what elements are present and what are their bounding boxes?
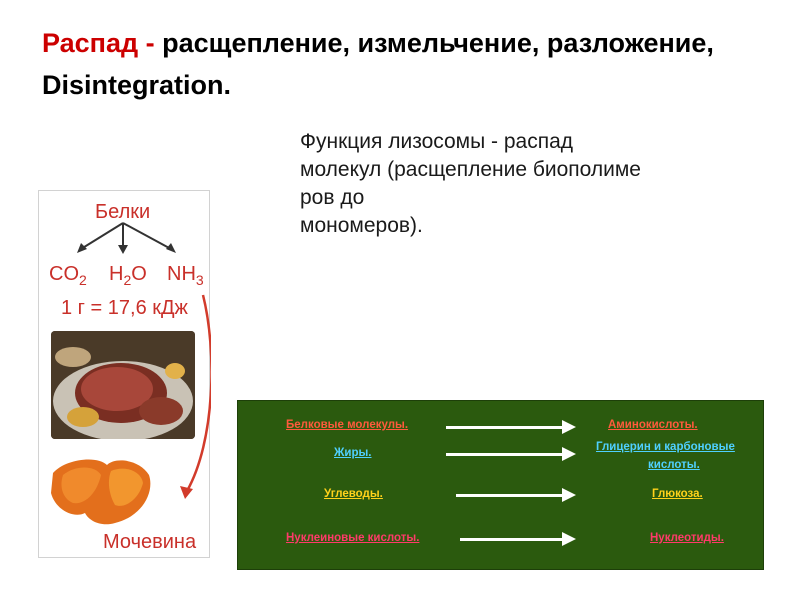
row3-result: Глюкоза. (652, 488, 703, 500)
description-line: Функция лизосомы - распад (300, 130, 574, 153)
title-rest: расщепление, измельчение, разложение, Di… (42, 28, 714, 100)
row4-arrow (460, 532, 576, 546)
description: Функция лизосомы - распад молекул (расще… (300, 128, 740, 240)
panel-arrows (77, 222, 211, 499)
row1-result: Аминокислоты. (608, 419, 698, 431)
protein-breakdown-panel: Белки CO2 H2O NH3 1 г = 17,6 кДж Мочевин… (38, 190, 211, 558)
row3-source: Углеводы. (324, 488, 383, 500)
urea-label: Мочевина (103, 531, 197, 553)
title-highlight: Распад (42, 28, 139, 58)
row1-source: Белковые молекулы. (286, 419, 409, 431)
meat-dish-image (51, 331, 195, 439)
row2-result: Глицерин и карбоновые (596, 441, 735, 453)
product-h2o: H2O (109, 263, 147, 288)
title-separator: - (138, 28, 163, 58)
description-line: мономеров). (300, 214, 423, 237)
row2-result-line2: кислоты. (648, 459, 700, 471)
product-nh3: NH3 (167, 263, 204, 288)
slide-title: Распад - расщепление, измельчение, разло… (42, 22, 742, 106)
breakdown-table: Белковые молекулы. Аминокислоты. Жиры. Г… (237, 400, 764, 570)
row1-arrow (446, 420, 576, 434)
description-line: ров до (300, 186, 365, 209)
row3-arrow (456, 488, 576, 502)
product-co2: CO2 (49, 263, 87, 288)
row2-arrow (446, 447, 576, 461)
row4-result: Нуклеотиды. (650, 532, 724, 544)
row2-source: Жиры. (334, 447, 372, 459)
proteins-label: Белки (95, 201, 151, 223)
description-line: молекул (расщепление биополиме (300, 158, 641, 181)
row4-source: Нуклеиновые кислоты. (286, 532, 420, 544)
energy-value: 1 г = 17,6 кДж (61, 297, 188, 319)
liver-image (45, 453, 155, 531)
